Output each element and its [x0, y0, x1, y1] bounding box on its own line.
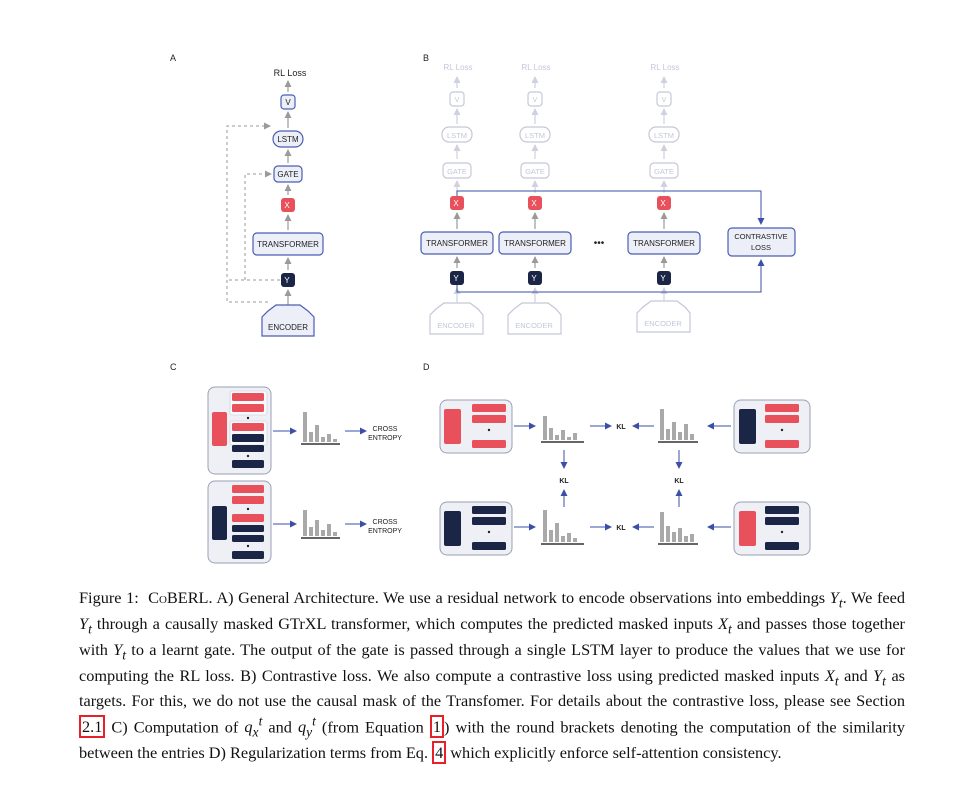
panel-c: C CROSS ENTROPY: [170, 362, 402, 564]
panel-a-label: A: [170, 53, 176, 63]
y-to-contrastive-connector: [456, 259, 765, 293]
value-head-label: V: [533, 97, 538, 104]
panel-b: B RL Loss V LSTM GATE X TRANSFORMER Y EN…: [420, 53, 796, 335]
panel-c-label: C: [170, 362, 177, 372]
panel-b-label: B: [423, 53, 429, 63]
embedding-y-label: Y: [531, 274, 537, 283]
method-name: CoBERL: [148, 588, 209, 607]
equation-ref-link[interactable]: 4: [432, 741, 447, 765]
contrastive-loss-line2: LOSS: [751, 243, 771, 252]
similarity-histogram: [658, 512, 698, 545]
figure-label: Figure 1:: [79, 588, 139, 607]
encoder-label: ENCODER: [437, 321, 475, 330]
masked-input-x-label: X: [453, 199, 459, 208]
rl-loss-label: RL Loss: [443, 63, 472, 72]
panel-b-column-1: RL Loss V LSTM GATE X TRANSFORMER Y ENCO…: [420, 63, 494, 335]
panel-d-label: D: [423, 362, 430, 372]
gate-label: GATE: [277, 170, 298, 179]
rl-loss-label: RL Loss: [274, 68, 307, 78]
masked-input-x-box: [281, 198, 295, 212]
equation-ref-link[interactable]: 1: [429, 715, 444, 739]
masked-input-x-label: X: [660, 199, 666, 208]
figure-1: A RL Loss V LSTM GATE X TRANSFORMER Y EN…: [170, 53, 811, 564]
contrastive-loss-box: [727, 227, 796, 257]
value-head-label: V: [455, 97, 460, 104]
embedding-y-box: [281, 273, 295, 287]
gate-label: GATE: [447, 167, 467, 176]
kl-label: KL: [616, 525, 626, 532]
panel-d: D KL: [423, 362, 811, 556]
transformer-label: TRANSFORMER: [426, 239, 488, 248]
gate-label: GATE: [525, 167, 545, 176]
lstm-label: LSTM: [654, 131, 674, 140]
x-to-contrastive-connector: [456, 190, 765, 225]
figure-caption: Figure 1: CoBERL. A) General Architectur…: [79, 588, 906, 765]
lstm-box: [272, 130, 304, 148]
kl-label: KL: [559, 478, 569, 485]
value-head-label: V: [662, 97, 667, 104]
kl-label: KL: [616, 424, 626, 431]
similarity-histogram: [658, 409, 698, 443]
lstm-label: LSTM: [277, 135, 299, 144]
ellipsis: •••: [594, 238, 605, 249]
embedding-y-label: Y: [284, 276, 290, 285]
lstm-label: LSTM: [447, 131, 467, 140]
similarity-histogram: [541, 416, 584, 443]
rl-loss-label: RL Loss: [521, 63, 550, 72]
cross-entropy-line2: ENTROPY: [368, 528, 402, 535]
encoder-label: ENCODER: [268, 323, 308, 332]
skip-connection-lstm: [226, 126, 280, 303]
cross-entropy-line1: CROSS: [373, 519, 398, 526]
contrastive-loss-line1: CONTRASTIVE: [734, 232, 787, 241]
transformer-label: TRANSFORMER: [633, 239, 695, 248]
query-token-y: [212, 506, 227, 540]
kl-label: KL: [674, 478, 684, 485]
skip-connection-gate: [244, 170, 272, 280]
panel-b-column-2: RL Loss V LSTM GATE X TRANSFORMER Y ENCO…: [498, 63, 572, 335]
panel-b-column-n: RL Loss V LSTM GATE X TRANSFORMER Y ENCO…: [627, 63, 701, 333]
query-token-x: [212, 412, 227, 446]
lstm-label: LSTM: [525, 131, 545, 140]
similarity-histogram: [301, 510, 340, 539]
panel-a: A RL Loss V LSTM GATE X TRANSFORMER Y EN…: [170, 53, 324, 337]
encoder-box: [261, 304, 315, 337]
transformer-label: TRANSFORMER: [504, 239, 566, 248]
embedding-y-label: Y: [660, 274, 666, 283]
gate-label: GATE: [654, 167, 674, 176]
similarity-histogram: [541, 510, 584, 545]
cross-entropy-line1: CROSS: [373, 426, 398, 433]
section-ref-link[interactable]: 2.1: [79, 715, 106, 739]
embedding-y-label: Y: [453, 274, 459, 283]
masked-input-x-label: X: [284, 201, 290, 210]
rl-loss-label: RL Loss: [650, 63, 679, 72]
encoder-label: ENCODER: [515, 321, 553, 330]
gate-box: [273, 165, 303, 183]
masked-input-x-label: X: [531, 199, 537, 208]
similarity-histogram: [301, 412, 340, 445]
transformer-box: [252, 232, 324, 256]
value-head-box: [280, 94, 296, 110]
encoder-label: ENCODER: [644, 319, 682, 328]
transformer-label: TRANSFORMER: [257, 240, 319, 249]
cross-entropy-line2: ENTROPY: [368, 435, 402, 442]
value-head-label: V: [285, 98, 291, 107]
